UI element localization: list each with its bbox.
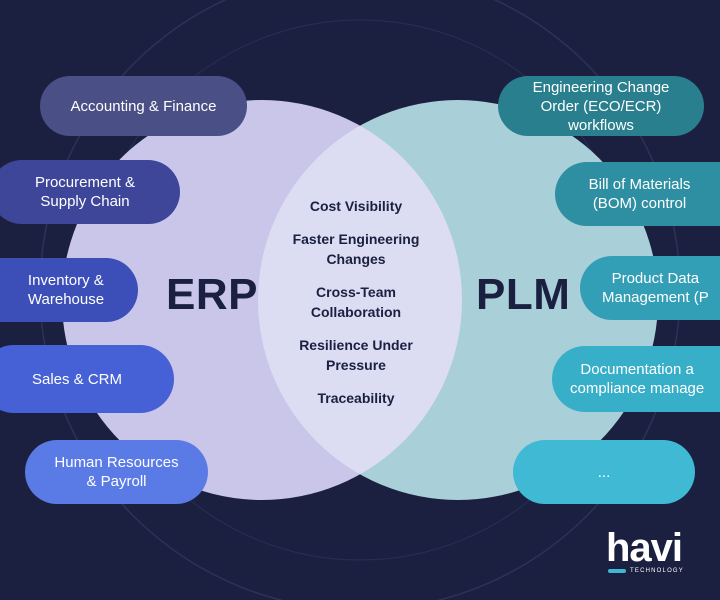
- pill-line: ...: [597, 463, 611, 481]
- pill-line: Inventory &: [27, 272, 104, 289]
- erp-module-hr: Human Resources & Payroll: [25, 440, 208, 504]
- pill-line: Documentation a: [580, 361, 694, 378]
- plm-module-eco: Engineering Change Order (ECO/ECR) workf…: [498, 76, 704, 136]
- benefit-line: Traceability: [317, 390, 395, 406]
- pill-line: Supply Chain: [40, 193, 130, 210]
- pill-line: compliance manage: [570, 380, 705, 397]
- erp-module-procurement: Procurement & Supply Chain: [0, 160, 180, 224]
- benefit-line: Cross-Team: [316, 284, 396, 300]
- pill-line: Accounting & Finance: [70, 97, 217, 115]
- erp-label: ERP: [166, 270, 258, 319]
- pill-line: (BOM) control: [592, 195, 687, 212]
- benefit-line: Resilience Under: [299, 337, 413, 353]
- benefit-line: Pressure: [326, 357, 386, 373]
- erp-module-inventory: Inventory & Warehouse: [0, 258, 138, 322]
- benefit-line: Changes: [326, 251, 386, 267]
- pill-line: Human Resources: [54, 454, 179, 471]
- overlap-region: [258, 100, 462, 500]
- benefit-cost-visibility: Cost Visibility: [310, 196, 402, 216]
- pill-line: Management (P: [602, 289, 709, 306]
- pill-line: & Payroll: [86, 473, 147, 490]
- pill-line: Engineering Change: [532, 78, 670, 96]
- plm-module-pdm: Product Data Management (P: [580, 256, 720, 320]
- brand-name: havi: [606, 526, 683, 570]
- plm-label: PLM: [476, 270, 571, 319]
- pill-line: Product Data: [611, 270, 700, 287]
- pill-line: Bill of Materials: [588, 176, 691, 193]
- brand-logo: havi TECHNOLOGY: [606, 528, 690, 576]
- pill-line: Warehouse: [27, 291, 105, 308]
- shared-benefits-list: Cost Visibility Faster Engineering Chang…: [270, 196, 442, 421]
- benefit-line: Faster Engineering: [292, 231, 420, 247]
- brand-subtitle: TECHNOLOGY: [630, 568, 685, 574]
- plm-module-documentation: Documentation a compliance manage: [552, 346, 720, 412]
- benefit-line: Cost Visibility: [309, 198, 403, 214]
- benefit-resilience: Resilience Under Pressure: [299, 335, 413, 375]
- pill-line: Order (ECO/ECR): [540, 97, 662, 115]
- erp-module-accounting: Accounting & Finance: [40, 76, 247, 136]
- pill-line: Sales & CRM: [31, 370, 123, 388]
- benefit-faster-engineering: Faster Engineering Changes: [293, 229, 420, 269]
- benefit-cross-team: Cross-Team Collaboration: [311, 282, 401, 322]
- plm-module-more: ...: [513, 440, 695, 504]
- pill-line: Procurement &: [34, 174, 136, 191]
- brand-accent-bar: [608, 569, 626, 573]
- benefit-line: Collaboration: [310, 304, 402, 320]
- erp-module-sales: Sales & CRM: [0, 345, 174, 413]
- plm-module-bom: Bill of Materials (BOM) control: [555, 162, 720, 226]
- pill-line: workflows: [568, 116, 634, 134]
- benefit-traceability: Traceability: [317, 388, 394, 408]
